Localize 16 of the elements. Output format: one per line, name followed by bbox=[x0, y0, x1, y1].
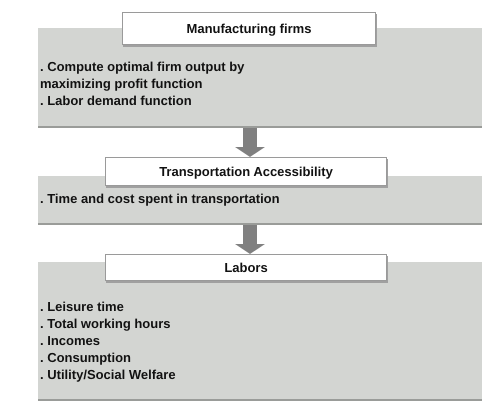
panel-title: Manufacturing firms bbox=[122, 12, 376, 45]
bullet-text: . Compute optimal firm output by maximizing profit function bbox=[40, 58, 246, 92]
process-panel bbox=[38, 157, 482, 223]
panel-title: Transportation Accessibility bbox=[105, 157, 387, 186]
bullet-text: . Total working hours bbox=[40, 315, 170, 332]
bullet-text: . Time and cost spent in transportation bbox=[40, 190, 280, 207]
bullet-text: . Utility/Social Welfare bbox=[40, 366, 176, 383]
block-arrow bbox=[235, 223, 265, 254]
process-panel bbox=[38, 12, 482, 126]
panel-title: Labors bbox=[105, 254, 387, 281]
block-arrow bbox=[235, 126, 265, 157]
process-panel bbox=[38, 254, 482, 399]
bullet-text: . Consumption bbox=[40, 349, 131, 366]
bullet-text: . Labor demand function bbox=[40, 92, 192, 109]
bullet-text: . Leisure time bbox=[40, 298, 124, 315]
bullet-text: . Incomes bbox=[40, 332, 100, 349]
